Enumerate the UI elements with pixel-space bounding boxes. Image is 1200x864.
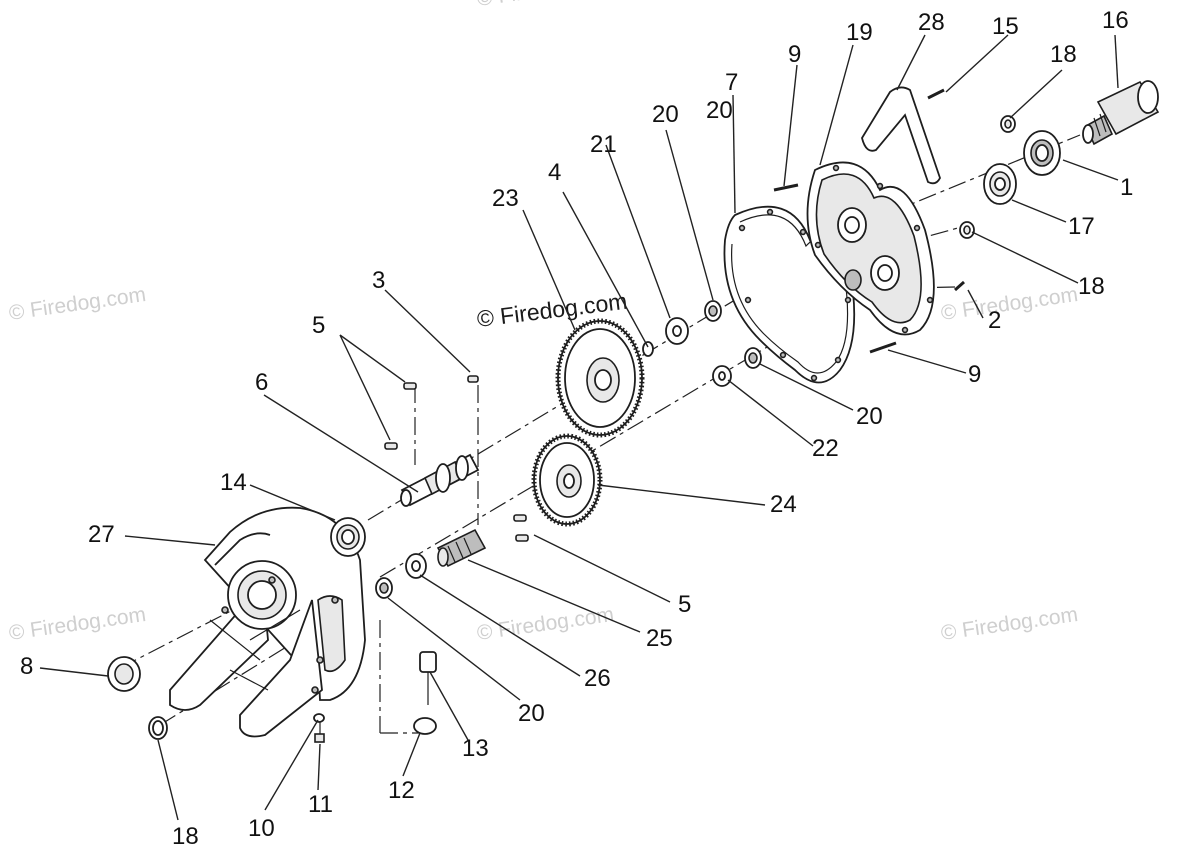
callout-9-lower: 9 [968, 361, 981, 388]
watermark: © Firedog.com [475, 0, 615, 11]
bearing-part-20-upper [704, 300, 722, 322]
washer-part-18-lower [148, 716, 168, 740]
callouts: 1 2 3 4 5 5 6 7 8 9 9 10 11 12 13 14 15 … [20, 7, 1133, 850]
bushing-part-18-middle [959, 221, 975, 239]
callout-20-upper: 20 [652, 101, 679, 128]
gear-part-24 [531, 433, 603, 527]
callout-20-lower: 20 [518, 700, 545, 727]
callout-4: 4 [548, 159, 561, 186]
callout-22: 22 [812, 435, 839, 462]
keys [384, 375, 529, 542]
callout-28: 28 [918, 9, 945, 36]
callout-6: 6 [255, 369, 268, 396]
seal-part-8 [107, 656, 141, 692]
callout-18-lower: 18 [172, 823, 199, 850]
callout-13: 13 [462, 735, 489, 762]
pinion-shaft-part-25 [436, 528, 487, 568]
callout-2: 2 [988, 307, 1001, 334]
washer-part-26 [405, 553, 427, 579]
callout-19: 19 [846, 19, 873, 46]
callout-5-upper: 5 [312, 312, 325, 339]
plug-part-13 [419, 651, 437, 705]
callout-24: 24 [770, 491, 797, 518]
callout-18-middle: 18 [1078, 273, 1105, 300]
leader-lines [39, 34, 1119, 821]
callout-27: 27 [88, 521, 115, 548]
callout-11: 11 [308, 791, 333, 818]
callout-25: 25 [646, 625, 673, 652]
callout-17: 17 [1068, 213, 1095, 240]
callout-23: 23 [492, 185, 519, 212]
watermark: © Firedog.com [939, 603, 1079, 645]
shaft-part-6 [400, 453, 480, 507]
input-shaft-part-16 [1082, 80, 1160, 146]
bearing-part-17 [983, 163, 1017, 205]
callout-1: 1 [1120, 174, 1133, 201]
watermark: © Firedog.com [7, 283, 147, 325]
washer-part-10 [313, 713, 325, 723]
callout-9-upper: 9 [788, 41, 801, 68]
bearing-part-20-middle [744, 347, 762, 369]
bearing-part-14 [330, 517, 366, 557]
callout-18-upper: 18 [1050, 41, 1077, 68]
bearing-part-20-lower [375, 577, 393, 599]
callout-14: 14 [220, 469, 247, 496]
callout-5-lower: 5 [678, 591, 691, 618]
callout-20-top: 20 [706, 97, 733, 124]
cover-part-19 [806, 161, 935, 336]
callout-26: 26 [584, 665, 611, 692]
watermark: © Firedog.com [939, 283, 1079, 325]
pin-part-9-upper [773, 183, 799, 192]
watermark: © Firedog.com [7, 603, 147, 645]
assembly-axes [119, 134, 1081, 740]
gasket-part-12 [413, 717, 437, 735]
callout-10: 10 [248, 815, 275, 842]
housing-part-27 [169, 506, 366, 738]
callout-12: 12 [388, 777, 415, 804]
callout-20-middle: 20 [856, 403, 883, 430]
screw-part-15 [927, 88, 945, 100]
callout-16: 16 [1102, 7, 1129, 34]
gear-part-23 [555, 318, 645, 438]
nut-part-11 [314, 733, 325, 743]
bushing-part-18-upper [1000, 115, 1016, 133]
seal-part-1 [1023, 130, 1061, 176]
callout-15: 15 [992, 13, 1019, 40]
pin-part-9-lower [869, 341, 897, 354]
callout-3: 3 [372, 267, 385, 294]
snap-ring-part-4 [642, 341, 654, 357]
washer-part-22 [712, 365, 732, 387]
callout-7: 7 [725, 69, 738, 96]
callout-8: 8 [20, 653, 33, 680]
callout-21: 21 [590, 131, 617, 158]
washer-part-21 [665, 317, 689, 345]
screw-part-2 [954, 280, 965, 292]
bracket-part-28 [861, 86, 941, 185]
